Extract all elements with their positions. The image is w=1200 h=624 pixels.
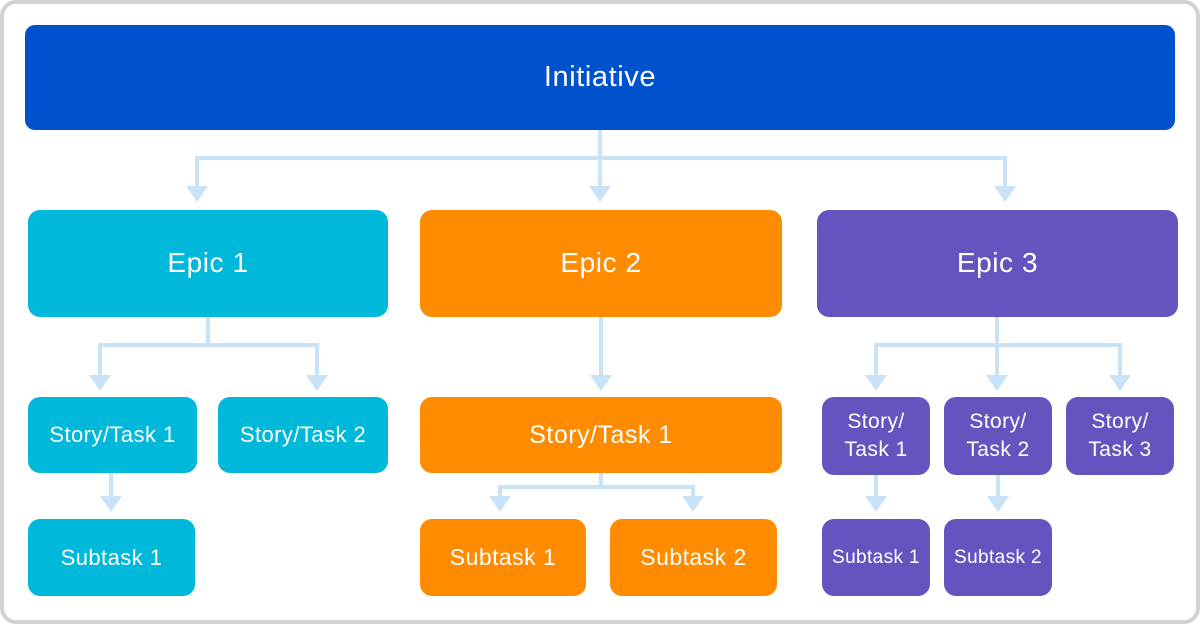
node-epic1-subtask-1: Subtask 1 [28, 519, 195, 596]
node-epic3-subtask-1: Subtask 1 [822, 519, 930, 596]
connector-drop-epic2 [598, 156, 602, 188]
node-epic1-story-task-1: Story/Task 1 [28, 397, 197, 473]
node-epic3-story-task-2: Story/ Task 2 [944, 397, 1052, 475]
connector-story2a-stub [599, 473, 603, 489]
connector-drop-story3b [995, 343, 999, 377]
arrowhead-sub2a-icon [489, 496, 511, 512]
node-epic3-story-task-1: Story/ Task 1 [822, 397, 930, 475]
arrowhead-story3b-icon [986, 375, 1008, 391]
arrowhead-sub1a-icon [100, 496, 122, 512]
connector-epic1-rail [98, 343, 319, 347]
connector-story3a-stub [874, 475, 878, 498]
arrowhead-story3a-icon [865, 375, 887, 391]
node-epic-2: Epic 2 [420, 210, 782, 317]
arrowhead-story2a-icon [590, 375, 612, 391]
connector-story1a-stub [109, 473, 113, 498]
connector-epic3-stub [995, 317, 999, 347]
connector-initiative-stub [598, 130, 602, 160]
node-epic2-subtask-2: Subtask 2 [610, 519, 777, 596]
node-epic3-subtask-2: Subtask 2 [944, 519, 1052, 596]
arrowhead-sub3b-icon [987, 496, 1009, 512]
node-epic-1: Epic 1 [28, 210, 388, 317]
connector-story3b-stub [996, 475, 1000, 498]
connector-epic2-stub [599, 317, 603, 377]
connector-epic1-stub [206, 317, 210, 347]
node-epic-3: Epic 3 [817, 210, 1178, 317]
arrowhead-story1b-icon [306, 375, 328, 391]
node-epic3-story-task-3: Story/ Task 3 [1066, 397, 1174, 475]
connector-drop-sub2a [498, 485, 502, 498]
node-epic2-subtask-1: Subtask 1 [420, 519, 586, 596]
connector-drop-epic1 [195, 156, 199, 188]
arrowhead-story3c-icon [1109, 375, 1131, 391]
arrowhead-epic2-icon [589, 186, 611, 202]
node-epic2-story-task-1: Story/Task 1 [420, 397, 782, 473]
arrowhead-epic3-icon [994, 186, 1016, 202]
arrowhead-epic1-icon [186, 186, 208, 202]
connector-drop-story3c [1118, 343, 1122, 377]
node-initiative: Initiative [25, 25, 1175, 130]
arrowhead-sub3a-icon [865, 496, 887, 512]
connector-drop-story3a [874, 343, 878, 377]
arrowhead-story1a-icon [89, 375, 111, 391]
connector-drop-epic3 [1003, 156, 1007, 188]
arrowhead-sub2b-icon [682, 496, 704, 512]
connector-story2a-rail [498, 485, 695, 489]
connector-drop-story1b [315, 343, 319, 377]
connector-drop-story1a [98, 343, 102, 377]
connector-drop-sub2b [691, 485, 695, 498]
node-epic1-story-task-2: Story/Task 2 [218, 397, 388, 473]
